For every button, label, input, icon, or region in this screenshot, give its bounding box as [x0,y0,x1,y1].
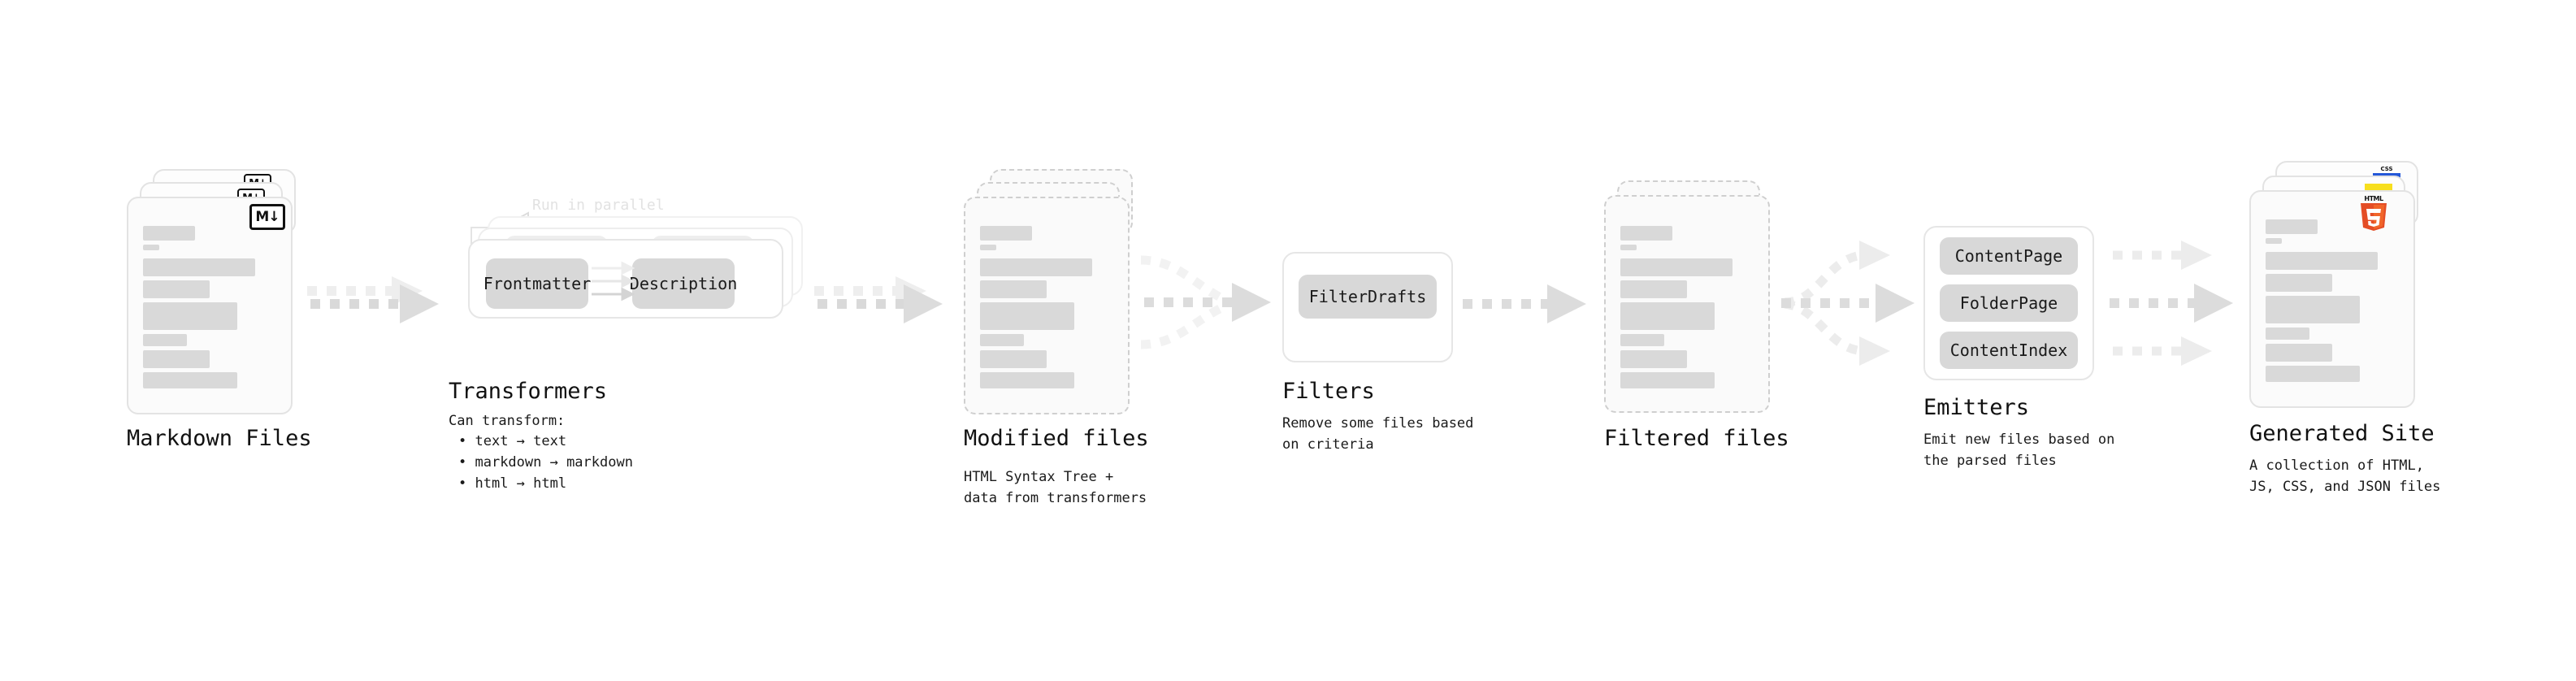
connector-filters-to-filtered [1463,284,1586,323]
doc-line [2266,238,2282,244]
stage-title-filters: Filters [1282,379,1375,404]
run-in-parallel-label: Run in parallel [532,197,665,214]
transformers-bullet-1-text: markdown → markdown [475,454,633,471]
transformer-chip-description[interactable]: Description [630,258,737,309]
doc-line [2266,219,2318,234]
stage-title-emitters: Emitters [1923,395,2030,420]
transformers-bullet-2: • html → html [458,475,567,492]
doc-line [1620,258,1733,276]
stage-title-markdown-files: Markdown Files [127,426,312,451]
doc-line [980,372,1074,388]
stage-title-transformers: Transformers [449,379,608,404]
html5-icon: HTML [2358,195,2389,231]
doc-line [143,372,237,388]
doc-line [980,350,1047,368]
doc-line [2266,296,2360,323]
doc-line [1620,350,1687,368]
stage-title-generated-site: Generated Site [2249,421,2435,446]
filters-description: Remove some files based on criteria [1282,415,1474,453]
html5-icon-label: HTML [2364,195,2383,202]
doc-line [1620,280,1687,298]
doc-line [2266,344,2332,362]
emitter-chip-contentpage[interactable]: ContentPage [1940,237,2078,275]
doc-line [1620,226,1672,241]
transformers-bullet-2-text: html → html [475,475,567,492]
doc-line [1620,302,1715,330]
doc-line [1620,245,1637,250]
doc-line [980,302,1074,330]
connector-md-to-transformers [307,276,439,323]
connector-emitters-to-site [2110,241,2233,366]
connector-transformers-to-modified [814,276,943,323]
doc-line [143,280,210,298]
doc-line [143,334,187,346]
emitter-chip-contentindex[interactable]: ContentIndex [1940,332,2078,369]
doc-line [1620,372,1715,388]
css-icon-label: CSS [2380,166,2393,172]
modified-files-description: HTML Syntax Tree + data from transformer… [964,469,1147,506]
doc-line [143,258,255,276]
transformers-bullet-1: • markdown → markdown [458,454,633,471]
doc-line [143,350,210,368]
doc-line [143,245,159,250]
doc-line [980,258,1092,276]
transformers-bullet-0: • text → text [458,433,567,449]
transformers-description: Can transform: [449,413,566,429]
emitters-description: Emit new files based on the parsed files [1923,432,2115,469]
doc-line [980,226,1032,241]
doc-line [143,226,195,241]
doc-line [980,334,1024,346]
doc-line [980,245,996,250]
doc-line [2266,327,2309,340]
doc-line [1620,334,1664,346]
stage-title-modified-files: Modified files [964,426,1149,451]
emitter-chip-folderpage[interactable]: FolderPage [1940,284,2078,322]
filter-chip-filterdrafts[interactable]: FilterDrafts [1299,275,1437,319]
doc-line [2266,366,2360,382]
doc-line [980,280,1047,298]
generated-site-description: A collection of HTML, JS, CSS, and JSON … [2249,458,2441,495]
doc-line [2266,252,2378,270]
connector-filtered-to-emitters [1781,241,1915,366]
stage-title-filtered-files: Filtered files [1604,426,1789,451]
transformers-bullet-0-text: text → text [475,433,567,449]
transformer-chip-frontmatter[interactable]: Frontmatter [484,258,591,309]
connector-modified-to-filters [1140,255,1271,349]
markdown-icon: M↓ [249,204,285,230]
doc-line [2266,274,2332,292]
doc-line [143,302,237,330]
